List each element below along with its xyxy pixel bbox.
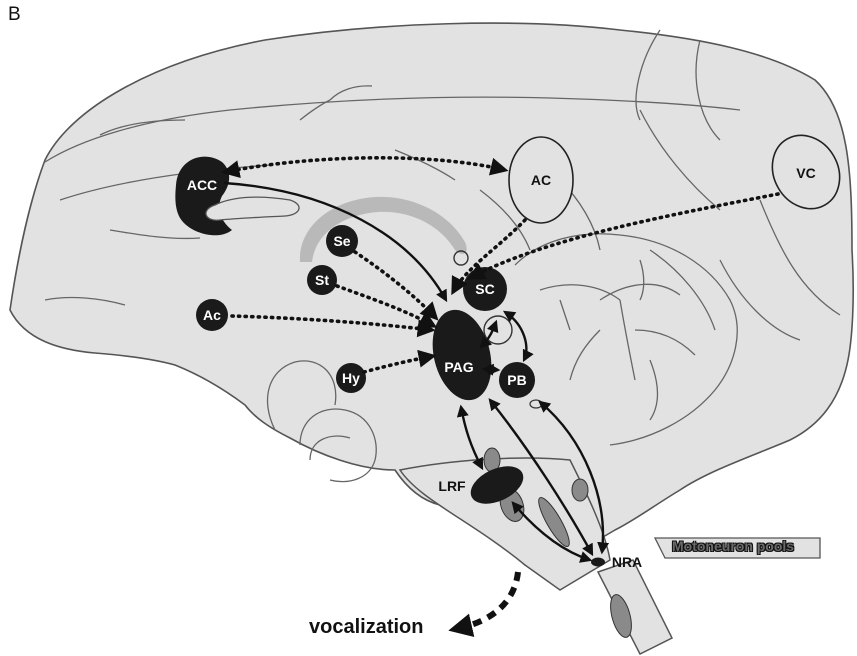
label-pag: PAG <box>444 359 473 375</box>
vocalization-label: vocalization <box>309 616 423 639</box>
label-hy: Hy <box>342 370 360 386</box>
spinal-cord <box>598 560 672 654</box>
label-lrf: LRF <box>438 478 466 494</box>
vocalization-arrow <box>460 572 518 628</box>
label-vc: VC <box>796 165 815 181</box>
label-se: Se <box>333 233 350 249</box>
label-pb: PB <box>507 372 526 388</box>
label-ac: AC <box>531 172 551 188</box>
label-acc: ACC <box>187 177 217 193</box>
label-ac-small: Ac <box>203 307 221 323</box>
label-nra: NRA <box>612 554 642 570</box>
nra-node <box>591 558 605 567</box>
motoneuron-label: Motoneuron pools <box>672 538 794 554</box>
label-sc: SC <box>475 281 494 297</box>
label-st: St <box>315 272 329 288</box>
